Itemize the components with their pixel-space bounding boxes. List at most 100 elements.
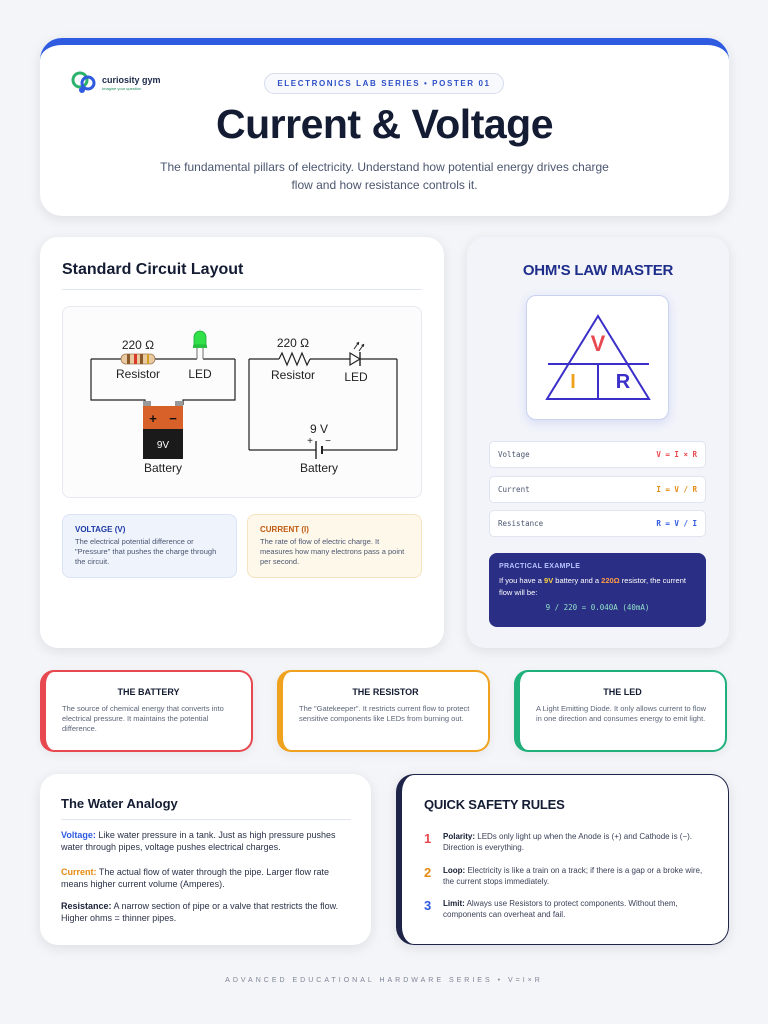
left-battery-plus: + (149, 411, 157, 426)
right-resistor-value: 220 Ω (277, 336, 309, 350)
logo-tagline: Imagine your question (102, 85, 142, 91)
rule-text: Loop: Electricity is like a train on a t… (443, 865, 714, 887)
page-title: Current & Voltage (216, 101, 554, 147)
voltage-info-box: VOLTAGE (V) The electrical potential dif… (62, 514, 237, 578)
ohm-triangle-icon: V I R (545, 314, 651, 400)
practical-text: If you have a 9V battery and a 220Ω resi… (499, 575, 696, 599)
safety-rules-card: QUICK SAFETY RULES 1 Polarity: LEDs only… (396, 774, 729, 945)
right-led-label: LED (344, 370, 368, 384)
led-symbol-icon (349, 341, 365, 367)
practical-example-box: PRACTICAL EXAMPLE If you have a 9V batte… (489, 553, 706, 627)
right-resistor-label: Resistor (271, 368, 315, 382)
resistor-card-title: THE RESISTOR (352, 687, 419, 697)
safety-rule-loop: 2 Loop: Electricity is like a train on a… (424, 865, 714, 887)
water-text: The actual flow of water through the pip… (61, 867, 329, 889)
formula-label: Voltage (498, 450, 530, 459)
circuit-diagram-svg: 220 Ω Resistor LED + − (90, 330, 398, 475)
circuit-title: Standard Circuit Layout (62, 261, 244, 278)
rule-text: Limit: Always use Resistors to protect c… (443, 898, 714, 920)
resistor-photo-icon (120, 353, 156, 365)
led-photo-icon (193, 330, 207, 359)
formula-value: I = V / R (656, 485, 697, 494)
practical-text-part: If you have a (499, 576, 545, 585)
rule-number: 3 (424, 898, 432, 913)
left-resistor-value: 220 Ω (122, 338, 154, 352)
current-heading: CURRENT (I) (260, 525, 309, 534)
left-circuit: 220 Ω Resistor LED + − (90, 330, 236, 475)
rule-number: 2 (424, 865, 432, 880)
ohm-triangle-tile: V I R (526, 295, 669, 420)
circuit-layout-card: Standard Circuit Layout 220 Ω Re (40, 237, 444, 648)
led-card: THE LED A Light Emitting Diode. It only … (514, 670, 727, 752)
led-card-body: A Light Emitting Diode. It only allows c… (536, 704, 707, 723)
triangle-i: I (570, 371, 576, 393)
poster-header: curiosity gym Imagine your question ELEC… (40, 38, 729, 216)
water-term: Current: (61, 867, 97, 877)
ohms-law-card: OHM'S LAW MASTER V I R Voltage V = I × R… (467, 237, 729, 648)
practical-text-part: resistor, the current flow will be: (499, 576, 686, 597)
voltage-description: The electrical potential difference or "… (75, 537, 217, 566)
voltage-heading: VOLTAGE (V) (75, 525, 126, 534)
right-circuit: 220 Ω Resistor LED + − 9 V Battery (248, 336, 398, 475)
series-badge: ELECTRONICS LAB SERIES • POSTER 01 (264, 73, 504, 94)
rule-text: Polarity: LEDs only light up when the An… (443, 831, 714, 853)
water-term: Voltage: (61, 830, 96, 840)
left-resistor-label: Resistor (116, 367, 160, 381)
circuit-diagram: 220 Ω Resistor LED + − (62, 306, 422, 498)
left-led-label: LED (188, 367, 212, 381)
right-battery-plus: + (307, 436, 313, 447)
page-subtitle: The fundamental pillars of electricity. … (160, 160, 609, 192)
right-battery-value: 9 V (310, 422, 328, 436)
left-battery-label: Battery (144, 461, 182, 475)
current-info-box: CURRENT (I) The rate of flow of electric… (247, 514, 422, 578)
water-text: A narrow section of pipe or a valve that… (61, 901, 339, 923)
safety-title: QUICK SAFETY RULES (424, 797, 565, 812)
water-item-voltage: Voltage: Like water pressure in a tank. … (61, 829, 351, 853)
rule-body: Always use Resistors to protect componen… (443, 899, 678, 919)
right-battery-label: Battery (300, 461, 338, 475)
water-item-resistance: Resistance: A narrow section of pipe or … (61, 900, 351, 924)
right-battery-minus: − (325, 436, 331, 447)
formula-value: R = V / I (656, 519, 697, 528)
water-term: Resistance: (61, 901, 112, 911)
rule-body: LEDs only light up when the Anode is (+)… (443, 832, 693, 852)
battery-symbol-icon: + − (307, 436, 331, 459)
practical-highlight-220: 220Ω (601, 576, 620, 585)
left-battery-minus: − (169, 411, 177, 426)
battery-card: THE BATTERY The source of chemical energ… (40, 670, 253, 752)
formula-label: Resistance (498, 519, 544, 528)
footer: ADVANCED EDUCATIONAL HARDWARE SERIES • V… (225, 977, 543, 984)
resistor-symbol-icon (278, 351, 311, 367)
divider (61, 819, 351, 820)
logo-name: curiosity gym (102, 74, 161, 85)
ohm-title: OHM'S LAW MASTER (522, 262, 674, 279)
formula-current: Current I = V / R (489, 476, 706, 503)
rule-body: Electricity is like a train on a track; … (443, 866, 703, 886)
safety-rule-limit: 3 Limit: Always use Resistors to protect… (424, 898, 714, 920)
safety-rule-polarity: 1 Polarity: LEDs only light up when the … (424, 831, 714, 853)
logo: curiosity gym Imagine your question (70, 69, 161, 97)
formula-value: V = I × R (656, 450, 697, 459)
led-card-title: THE LED (603, 687, 642, 697)
current-description: The rate of flow of electric charge. It … (260, 537, 405, 566)
formula-voltage: Voltage V = I × R (489, 441, 706, 468)
logo-icon (71, 71, 96, 93)
practical-highlight-9v: 9V (544, 576, 554, 585)
water-analogy-card: The Water Analogy Voltage: Like water pr… (40, 774, 371, 945)
practical-calculation: 9 / 220 = 0.040A (40mA) (545, 603, 650, 612)
practical-text-part: battery and a (553, 576, 602, 585)
divider (62, 289, 422, 290)
battery-card-title: THE BATTERY (117, 687, 180, 697)
battery-9v-icon: + − 9V (143, 401, 183, 459)
formula-resistance: Resistance R = V / I (489, 510, 706, 537)
formula-label: Current (498, 485, 530, 494)
rule-term: Loop: (443, 866, 466, 875)
rule-number: 1 (424, 831, 432, 846)
triangle-v: V (591, 331, 606, 356)
resistor-card-body: The "Gatekeeper". It restricts current f… (299, 704, 470, 723)
water-title: The Water Analogy (61, 796, 178, 811)
water-item-current: Current: The actual flow of water throug… (61, 866, 351, 890)
left-battery-value: 9V (157, 440, 170, 451)
triangle-r: R (616, 371, 631, 393)
water-text: Like water pressure in a tank. Just as h… (61, 830, 336, 852)
